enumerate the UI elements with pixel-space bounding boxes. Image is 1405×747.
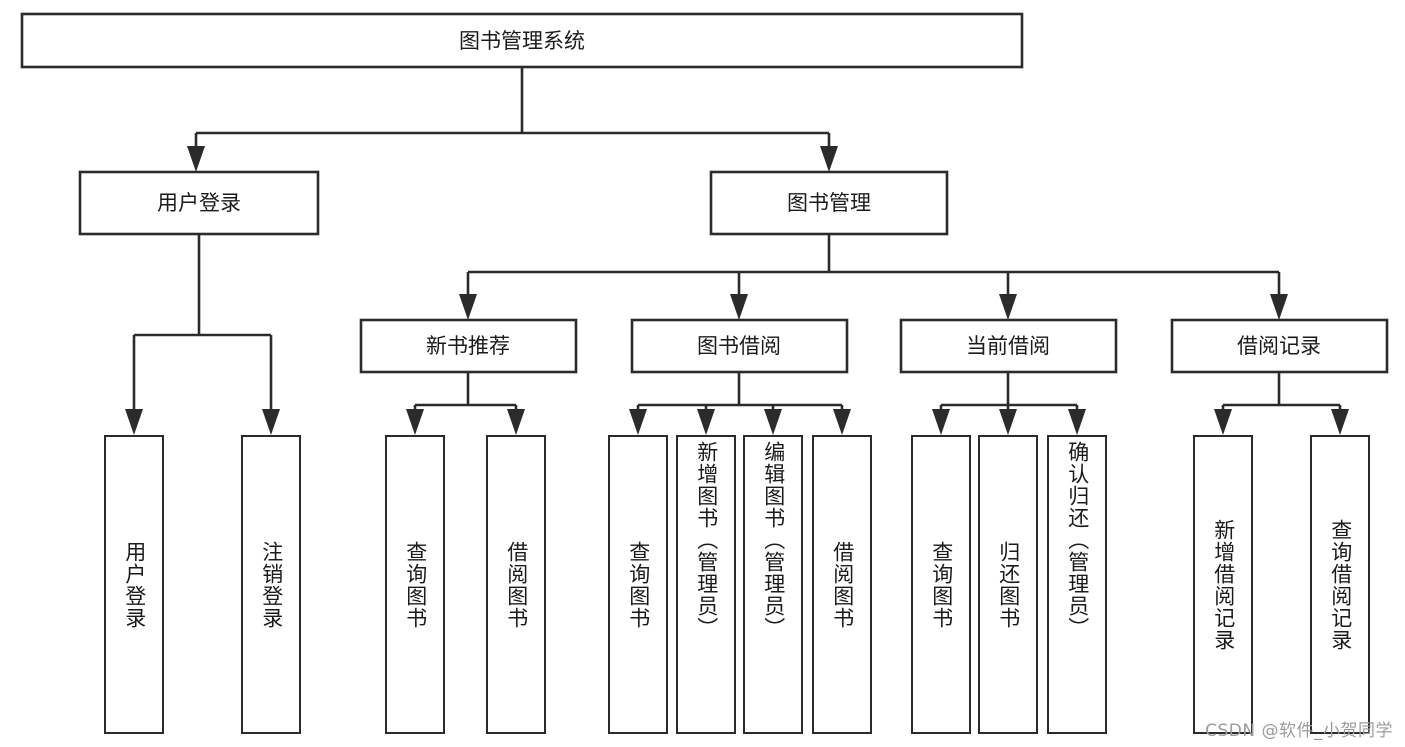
leaf-br-query-record[interactable]: 查询借阅记录 bbox=[1310, 435, 1370, 734]
leaf-logout-label: 注销登录 bbox=[259, 540, 284, 629]
leaf-user-login[interactable]: 用户登录 bbox=[104, 435, 164, 734]
node-current-borrow-label: 当前借阅 bbox=[966, 334, 1050, 358]
node-borrow-record-label: 借阅记录 bbox=[1237, 334, 1321, 358]
leaf-bb-borrow-book[interactable]: 借阅图书 bbox=[812, 435, 872, 734]
arrow-to-leaf-user-login bbox=[125, 409, 143, 435]
node-book-manage[interactable]: 图书管理 bbox=[709, 170, 949, 236]
leaf-bb-borrow-book-label: 借阅图书 bbox=[830, 540, 855, 629]
leaf-bb-edit-book[interactable]: 编辑图书（管理员） bbox=[743, 435, 803, 734]
arrow-to-leaf-bb-4 bbox=[833, 409, 851, 435]
leaf-user-login-label: 用户登录 bbox=[122, 540, 147, 629]
node-root-box[interactable] bbox=[20, 12, 1024, 69]
arrow-to-leaf-nb-2 bbox=[507, 409, 525, 435]
node-book-borrow-box[interactable] bbox=[630, 318, 849, 374]
node-new-book[interactable]: 新书推荐 bbox=[359, 318, 578, 374]
leaf-bb-query-book[interactable]: 查询图书 bbox=[608, 435, 668, 734]
arrow-to-leaf-cb-1 bbox=[932, 409, 950, 435]
arrow-to-leaf-cb-3 bbox=[1068, 409, 1086, 435]
arrow-to-leaf-logout bbox=[262, 409, 280, 435]
node-current-borrow-box[interactable] bbox=[899, 318, 1118, 374]
leaf-cb-confirm-return[interactable]: 确认归还（管理员） bbox=[1047, 435, 1107, 734]
arrow-to-borrow-record bbox=[1270, 294, 1288, 320]
node-book-borrow-label: 图书借阅 bbox=[697, 334, 781, 358]
node-root[interactable]: 图书管理系统 bbox=[20, 12, 1024, 69]
arrow-to-user-login bbox=[187, 146, 205, 172]
arrow-to-book-manage bbox=[820, 146, 838, 172]
leaf-br-add-record[interactable]: 新增借阅记录 bbox=[1193, 435, 1253, 734]
node-root-label: 图书管理系统 bbox=[459, 29, 585, 53]
arrow-to-leaf-bb-1 bbox=[629, 409, 647, 435]
leaf-cb-query-book-label: 查询图书 bbox=[929, 540, 954, 629]
arrow-to-leaf-br-2 bbox=[1331, 409, 1349, 435]
leaf-bb-add-book[interactable]: 新增图书（管理员） bbox=[676, 435, 736, 734]
arrow-to-leaf-bb-2 bbox=[697, 409, 715, 435]
leaf-br-add-record-label: 新增借阅记录 bbox=[1211, 518, 1236, 651]
leaf-nb-query-book[interactable]: 查询图书 bbox=[385, 435, 445, 734]
node-current-borrow[interactable]: 当前借阅 bbox=[899, 318, 1118, 374]
leaf-bb-add-book-label: 新增图书（管理员） bbox=[694, 441, 719, 639]
arrow-to-book-borrow bbox=[730, 294, 748, 320]
node-borrow-record[interactable]: 借阅记录 bbox=[1170, 318, 1389, 374]
node-new-book-box[interactable] bbox=[359, 318, 578, 374]
arrow-to-leaf-bb-3 bbox=[764, 409, 782, 435]
leaf-bb-edit-book-label: 编辑图书（管理员） bbox=[761, 441, 786, 639]
leaf-cb-query-book[interactable]: 查询图书 bbox=[911, 435, 971, 734]
leaf-nb-borrow-book-label: 借阅图书 bbox=[504, 540, 529, 629]
leaf-cb-return-book-label: 归还图书 bbox=[996, 540, 1021, 629]
leaf-cb-return-book[interactable]: 归还图书 bbox=[978, 435, 1038, 734]
arrow-to-leaf-nb-1 bbox=[406, 409, 424, 435]
node-user-login-label: 用户登录 bbox=[157, 191, 241, 215]
leaf-br-query-record-label: 查询借阅记录 bbox=[1328, 518, 1353, 651]
leaf-bb-query-book-label: 查询图书 bbox=[626, 540, 651, 629]
arrow-to-leaf-cb-2 bbox=[999, 409, 1017, 435]
node-book-borrow[interactable]: 图书借阅 bbox=[630, 318, 849, 374]
leaf-logout[interactable]: 注销登录 bbox=[241, 435, 301, 734]
leaf-nb-borrow-book[interactable]: 借阅图书 bbox=[486, 435, 546, 734]
arrow-to-new-book bbox=[459, 294, 477, 320]
leaf-cb-confirm-return-label: 确认归还（管理员） bbox=[1065, 441, 1090, 639]
arrow-to-leaf-br-1 bbox=[1214, 409, 1232, 435]
arrow-to-current-borrow bbox=[999, 294, 1017, 320]
node-new-book-label: 新书推荐 bbox=[426, 334, 510, 358]
node-book-manage-label: 图书管理 bbox=[787, 191, 871, 215]
watermark: CSDN @软件_小贺同学 bbox=[1205, 721, 1393, 741]
node-user-login[interactable]: 用户登录 bbox=[78, 170, 320, 236]
leaf-nb-query-book-label: 查询图书 bbox=[403, 540, 428, 629]
